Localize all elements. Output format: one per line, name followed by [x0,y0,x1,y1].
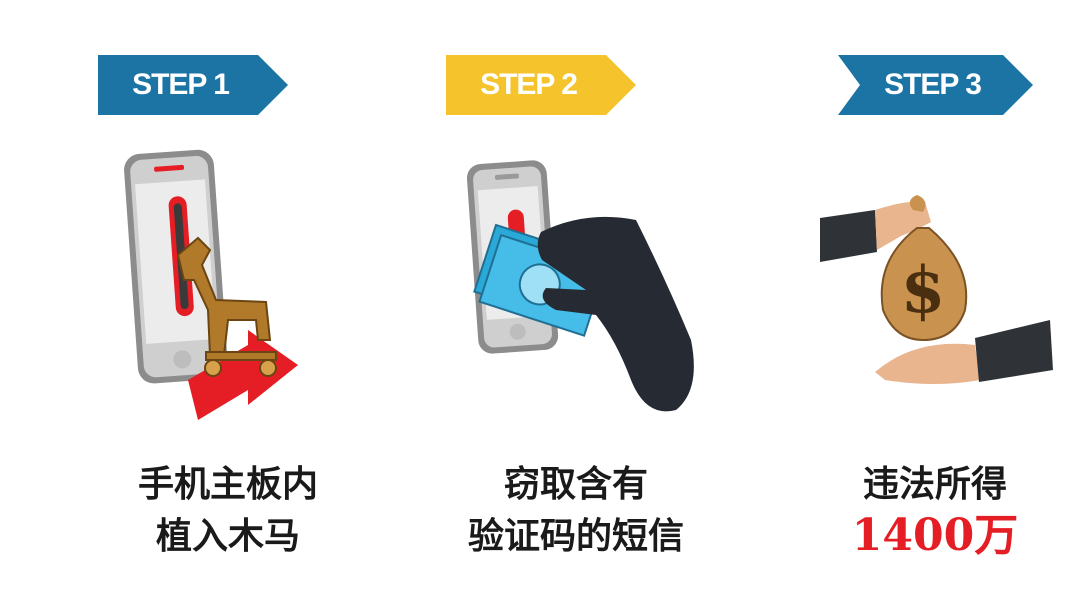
step-2-caption-line-1: 窃取含有 [503,463,648,505]
step-2-label: STEP 2 [480,68,578,101]
step-1-caption-line-1: 手机主板内 [137,463,318,505]
step-2-caption-line-2: 验证码的短信 [467,515,684,557]
step-3-caption-line-1: 违法所得 [862,463,1007,505]
svg-text:$: $ [901,253,946,328]
step-2-banner: STEP 2 [446,55,636,115]
step-1: STEP 1 手机主板内 植入木马 [98,0,358,608]
phone-trojan-horse-icon [98,140,358,430]
phone-hand-stealing-cash-icon [446,140,706,430]
step-1-caption-line-2: 植入木马 [155,515,300,557]
step-3-label: STEP 3 [884,68,982,101]
step-2: STEP 2 窃取含有 验证码的短信 [446,0,706,608]
money-bag-handover-icon: $ [805,140,1065,430]
step-3-amount: 1400万 [851,510,1019,561]
step-1-label: STEP 1 [132,68,230,101]
step-3: STEP 3 $ 违法所得 1400万 [805,0,1065,608]
step-3-banner: STEP 3 [838,55,1033,115]
step-1-banner: STEP 1 [98,55,288,115]
